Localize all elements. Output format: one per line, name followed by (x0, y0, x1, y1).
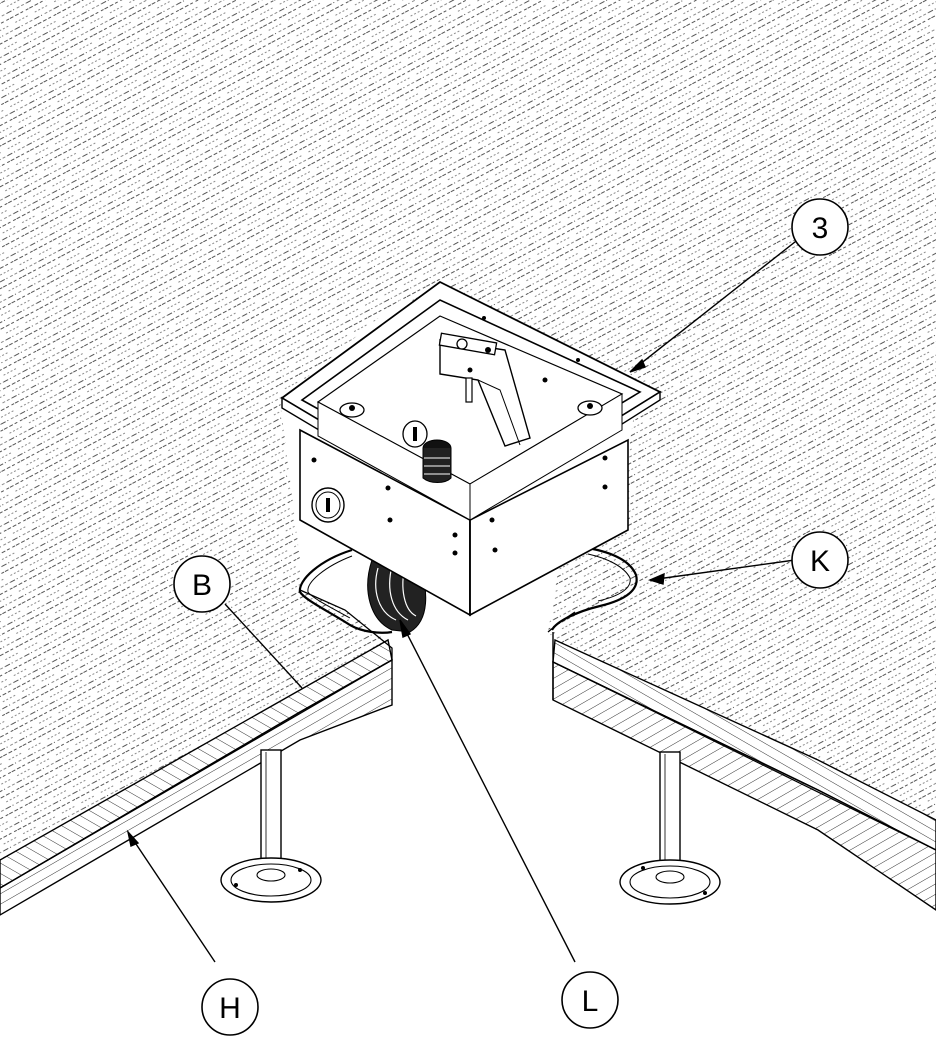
pedestal-right (619, 751, 721, 905)
leader-k (649, 559, 796, 581)
callout-k: K (791, 531, 849, 589)
floor-box (280, 280, 662, 617)
pedestal-left (220, 749, 322, 903)
leader-l (399, 619, 576, 963)
callout-3-label: 3 (812, 212, 829, 245)
left-floor-panel (0, 589, 393, 916)
leader-b (224, 603, 303, 689)
leader-lines (126, 237, 801, 963)
leader-3 (629, 237, 801, 373)
leader-h (127, 831, 216, 963)
callout-3: 3 (791, 198, 849, 256)
cable-left (298, 548, 393, 634)
callout-l: L (561, 971, 619, 1029)
floor-surface (0, 0, 936, 860)
floor-top-left (0, 0, 936, 860)
callout-l-label: L (582, 985, 599, 1018)
callout-b: B (173, 555, 231, 613)
callout-h-label: H (219, 992, 241, 1025)
callout-k-label: K (810, 545, 830, 578)
callout-h: H (201, 978, 259, 1036)
cable-right (551, 546, 638, 631)
callout-b-label: B (192, 569, 212, 602)
